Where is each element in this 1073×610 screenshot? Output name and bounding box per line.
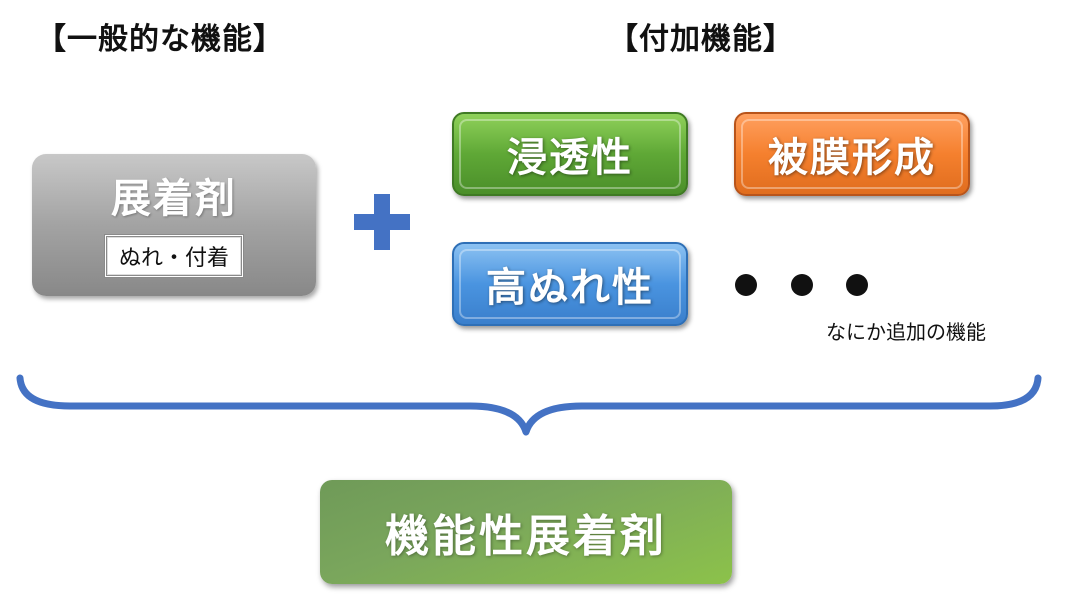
general-functions-heading: 【一般的な機能】 — [36, 22, 284, 57]
curly-brace-icon — [16, 374, 1042, 436]
ellipsis-dot — [735, 274, 757, 296]
spreader-box: 展着剤 ぬれ・付着 — [32, 154, 316, 296]
film-forming-box: 被膜形成 — [734, 112, 970, 196]
high-wetting-box: 高ぬれ性 — [452, 242, 688, 326]
spreader-title: 展着剤 — [111, 176, 237, 222]
additional-function-caption: なにか追加の機能 — [826, 320, 986, 344]
functional-spreader-box: 機能性展着剤 — [320, 480, 732, 584]
plus-icon — [354, 194, 410, 250]
ellipsis-dot — [791, 274, 813, 296]
wetting-adhesion-tag: ぬれ・付着 — [103, 234, 244, 278]
additional-functions-heading: 【付加機能】 — [608, 22, 794, 57]
ellipsis-dot — [846, 274, 868, 296]
penetration-box: 浸透性 — [452, 112, 688, 196]
